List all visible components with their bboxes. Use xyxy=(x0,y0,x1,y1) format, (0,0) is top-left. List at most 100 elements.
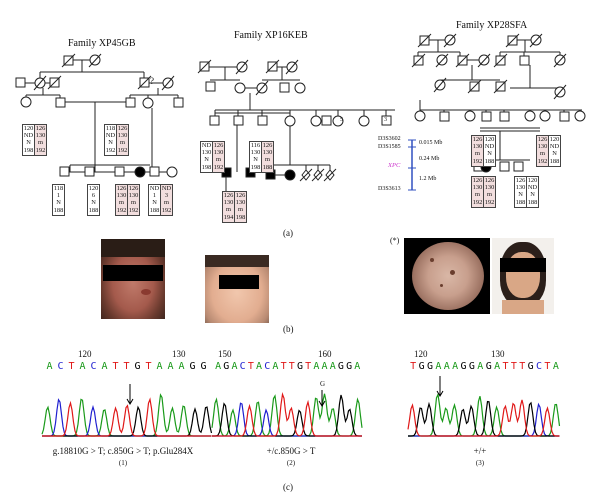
base-letter: A xyxy=(494,361,501,372)
distance-2: 0.24 Mb xyxy=(419,156,440,162)
base-letter: T xyxy=(280,361,287,372)
base-letter: A xyxy=(79,361,86,372)
mutation-caption-2: +/c.850G > T xyxy=(266,446,316,456)
base-letter: C xyxy=(264,361,271,372)
star-label: (*) xyxy=(390,236,400,245)
seq2-num-160: 160 xyxy=(318,349,332,359)
base-letter: A xyxy=(354,361,361,372)
arrow-head xyxy=(436,390,444,397)
base-letter: T xyxy=(519,361,526,372)
seq1-num-120: 120 xyxy=(78,349,92,359)
base-letter: G xyxy=(485,361,492,372)
base-letter: A xyxy=(452,361,459,372)
arrow-head xyxy=(318,400,326,407)
base-letter: T xyxy=(510,361,517,372)
panel-a-caption: (a) xyxy=(283,228,293,238)
family-xp28sfa-title: Family XP28SFA xyxy=(456,20,528,31)
sub-label-3: (3) xyxy=(475,459,485,467)
mutation-caption-3: +/+ xyxy=(473,446,487,456)
trace-T xyxy=(407,399,560,437)
base-letter: A xyxy=(329,361,336,372)
base-letter: A xyxy=(231,361,238,372)
base-letter: G xyxy=(223,361,230,372)
distance-3: 1.2 Mb xyxy=(419,176,437,182)
arrow-head xyxy=(126,398,134,405)
family-xp45gb-title: Family XP45GB xyxy=(68,38,136,49)
base-letter: A xyxy=(156,361,163,372)
base-letter: A xyxy=(167,361,174,372)
alt-base-label: G xyxy=(320,380,326,388)
base-letter: T xyxy=(123,361,130,372)
base-letter: T xyxy=(145,361,152,372)
base-letter: A xyxy=(46,361,53,372)
square-count: 3 xyxy=(384,117,387,123)
base-letter: A xyxy=(215,361,222,372)
panel-c-caption: (c) xyxy=(283,482,293,492)
distance-1: 0.015 Mb xyxy=(419,140,443,146)
family-xp16keb-title: Family XP16KEB xyxy=(234,30,308,41)
base-letter: G xyxy=(468,361,475,372)
base-letter: T xyxy=(288,361,295,372)
base-letter: T xyxy=(544,361,551,372)
marker-d3s3613: D3S3613 xyxy=(378,186,401,192)
dermoscopy-photo xyxy=(404,238,490,314)
sub-label-2: (2) xyxy=(286,459,296,467)
base-letter: A xyxy=(435,361,442,372)
base-letter: C xyxy=(536,361,543,372)
sub-label-1: (1) xyxy=(118,459,128,467)
base-letter: T xyxy=(502,361,509,372)
base-letter: G xyxy=(527,361,534,372)
trace-G xyxy=(408,400,560,437)
base-letter: A xyxy=(178,361,185,372)
base-letter: A xyxy=(313,361,320,372)
mutation-caption-1: g.18810G > T; c.850G > T; p.Glu284X xyxy=(52,446,194,456)
base-letter: C xyxy=(57,361,64,372)
base-letter: T xyxy=(68,361,75,372)
base-letter: A xyxy=(552,361,559,372)
base-letter: A xyxy=(477,361,484,372)
base-letter: G xyxy=(460,361,467,372)
base-letter: C xyxy=(90,361,97,372)
base-letter: A xyxy=(256,361,263,372)
base-letter: G xyxy=(426,361,433,372)
seq3-num-120: 120 xyxy=(414,349,428,359)
base-letter: G xyxy=(337,361,344,372)
base-letter: G xyxy=(200,361,207,372)
base-letter: A xyxy=(443,361,450,372)
base-letter: A xyxy=(101,361,108,372)
trace-T xyxy=(42,397,212,437)
base-letter: C xyxy=(239,361,246,372)
marker-d3s1585: D3S1585 xyxy=(378,144,401,150)
patient-photo-1 xyxy=(101,239,165,319)
base-letter: G xyxy=(189,361,196,372)
base-letter: T xyxy=(305,361,312,372)
patient-photo-2 xyxy=(205,255,269,323)
base-letter: G xyxy=(346,361,353,372)
marker-d3s3602: D3S3602 xyxy=(378,136,401,142)
trace-A xyxy=(211,393,363,437)
seq2-num-150: 150 xyxy=(218,349,232,359)
base-letter: G xyxy=(296,361,303,372)
base-letter: T xyxy=(247,361,254,372)
